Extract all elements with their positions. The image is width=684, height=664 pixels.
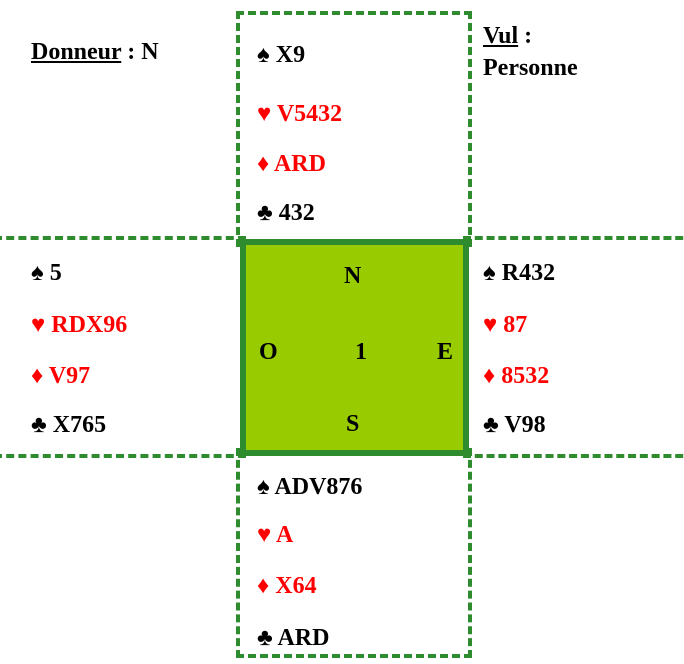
east-clubs: ♣ V98 — [483, 411, 546, 439]
east-diamonds-cards: 8532 — [501, 363, 550, 389]
heart-icon: ♥ — [483, 312, 498, 338]
north-clubs: ♣ 432 — [257, 199, 315, 227]
compass-south: S — [346, 411, 360, 437]
north-hearts: ♥ V5432 — [257, 100, 342, 128]
spade-icon: ♠ — [31, 260, 44, 286]
west-hearts-cards: RDX96 — [51, 312, 128, 338]
club-icon: ♣ — [483, 412, 499, 438]
west-hearts: ♥ RDX96 — [31, 311, 127, 339]
south-diamonds: ♦ X64 — [257, 572, 317, 600]
vul-info: Vul : Personne — [483, 20, 578, 84]
vul-value: Personne — [483, 55, 578, 81]
compass-north: N — [344, 263, 362, 289]
west-diamonds-cards: V97 — [48, 363, 91, 389]
vul-label: Vul — [483, 23, 519, 49]
heart-icon: ♥ — [257, 101, 272, 127]
south-diamonds-cards: X64 — [275, 573, 317, 599]
dealer-label: Donneur — [31, 39, 122, 65]
club-icon: ♣ — [257, 200, 273, 226]
south-hearts: ♥ A — [257, 521, 293, 549]
east-clubs-cards: V98 — [504, 412, 546, 438]
north-spades: ♠ X9 — [257, 41, 305, 69]
east-diamonds: ♦ 8532 — [483, 362, 549, 390]
compass-board — [240, 239, 469, 456]
spade-icon: ♠ — [257, 42, 270, 68]
dealer-info: Donneur : N — [31, 38, 159, 66]
south-hearts-cards: A — [275, 522, 294, 548]
east-hearts-cards: 87 — [503, 312, 528, 338]
compass-east: E — [437, 339, 454, 365]
west-clubs: ♣ X765 — [31, 411, 106, 439]
diamond-icon: ♦ — [257, 573, 270, 599]
east-spades: ♠ R432 — [483, 259, 555, 287]
north-spades-cards: X9 — [275, 42, 306, 68]
club-icon: ♣ — [31, 412, 47, 438]
spade-icon: ♠ — [483, 260, 496, 286]
compass-west: O — [259, 339, 278, 365]
heart-icon: ♥ — [31, 312, 46, 338]
west-spades: ♠ 5 — [31, 259, 62, 287]
east-hearts: ♥ 87 — [483, 311, 527, 339]
club-icon: ♣ — [257, 625, 273, 651]
vul-separator: : — [518, 23, 533, 49]
north-diamonds-cards: ARD — [273, 151, 326, 177]
south-clubs: ♣ ARD — [257, 624, 329, 652]
board-number: 1 — [355, 339, 367, 365]
diamond-icon: ♦ — [257, 151, 270, 177]
dealer-separator: : — [121, 39, 142, 65]
diamond-icon: ♦ — [31, 363, 44, 389]
heart-icon: ♥ — [257, 522, 272, 548]
dealer-value: N — [141, 39, 159, 65]
spade-icon: ♠ — [257, 474, 270, 500]
north-clubs-cards: 432 — [278, 200, 315, 226]
diamond-icon: ♦ — [483, 363, 496, 389]
east-spades-cards: R432 — [501, 260, 556, 286]
north-hearts-cards: V5432 — [276, 101, 343, 127]
south-spades-cards: ADV876 — [274, 474, 363, 500]
west-spades-cards: 5 — [49, 260, 62, 286]
west-diamonds: ♦ V97 — [31, 362, 90, 390]
south-clubs-cards: ARD — [277, 625, 330, 651]
south-spades: ♠ ADV876 — [257, 473, 362, 501]
north-diamonds: ♦ ARD — [257, 150, 326, 178]
west-clubs-cards: X765 — [52, 412, 107, 438]
